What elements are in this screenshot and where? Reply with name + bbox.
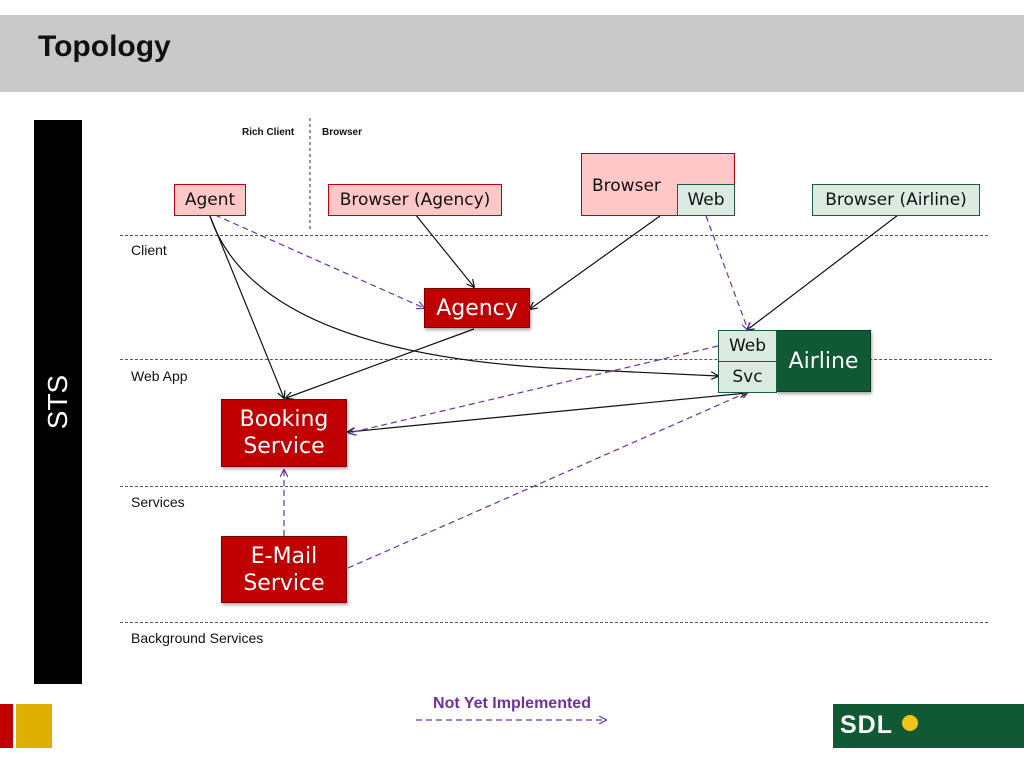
- edge-browser-web-to-airline-web-planned: [705, 215, 748, 330]
- layer-label-client: Client: [131, 242, 167, 258]
- node-email-service: E-Mail Service: [221, 536, 347, 603]
- edge-agency-to-booking: [286, 328, 475, 398]
- footer-red-block: [0, 704, 13, 748]
- edge-airline-web-to-booking-planned: [349, 345, 719, 433]
- sdl-logo: [833, 704, 1009, 748]
- edge-booking-airline-svc: [348, 393, 747, 432]
- header-bar: [0, 15, 1024, 92]
- edge-agent-to-airline-svc: [209, 215, 718, 376]
- node-airline-web: Web: [718, 330, 777, 362]
- node-browser-airline: Browser (Airline): [812, 184, 980, 216]
- divider-services: [120, 486, 988, 487]
- legend-label: Not Yet Implemented: [433, 695, 591, 712]
- edge-agent-to-booking: [209, 215, 284, 398]
- divider-client: [120, 235, 988, 236]
- page-title: Topology: [38, 30, 171, 63]
- edge-browser-agency-to-agency: [414, 213, 474, 287]
- edge-agent-to-agency-planned: [214, 214, 424, 308]
- layer-label-webapp: Web App: [131, 368, 188, 384]
- divider-webapp: [120, 359, 992, 360]
- sdl-sun-icon: [902, 715, 918, 731]
- node-airline: Airline: [776, 330, 871, 392]
- edge-browser-web-to-agency: [530, 215, 661, 309]
- node-booking-service: Booking Service: [221, 399, 347, 467]
- node-browser-web: Web: [677, 184, 735, 216]
- node-browser-agency: Browser (Agency): [328, 184, 502, 216]
- edge-email-to-airline-svc-planned: [347, 392, 748, 569]
- node-browser-label: Browser: [592, 176, 661, 196]
- edge-browser-airline-to-airline-web: [747, 214, 899, 330]
- node-agent: Agent: [174, 184, 246, 216]
- footer-yellow-block: [16, 704, 52, 748]
- split-label-browser: Browser: [322, 127, 363, 138]
- layer-label-services: Services: [131, 494, 185, 510]
- footer-green-strip: [1009, 704, 1024, 748]
- layer-label-background: Background Services: [131, 630, 264, 646]
- sdl-logo-text: SDL: [840, 711, 893, 739]
- split-label-rich-client: Rich Client: [242, 127, 295, 138]
- divider-background: [120, 622, 988, 623]
- node-agency: Agency: [424, 288, 530, 328]
- sts-bar: [34, 120, 82, 684]
- node-airline-svc: Svc: [718, 361, 777, 393]
